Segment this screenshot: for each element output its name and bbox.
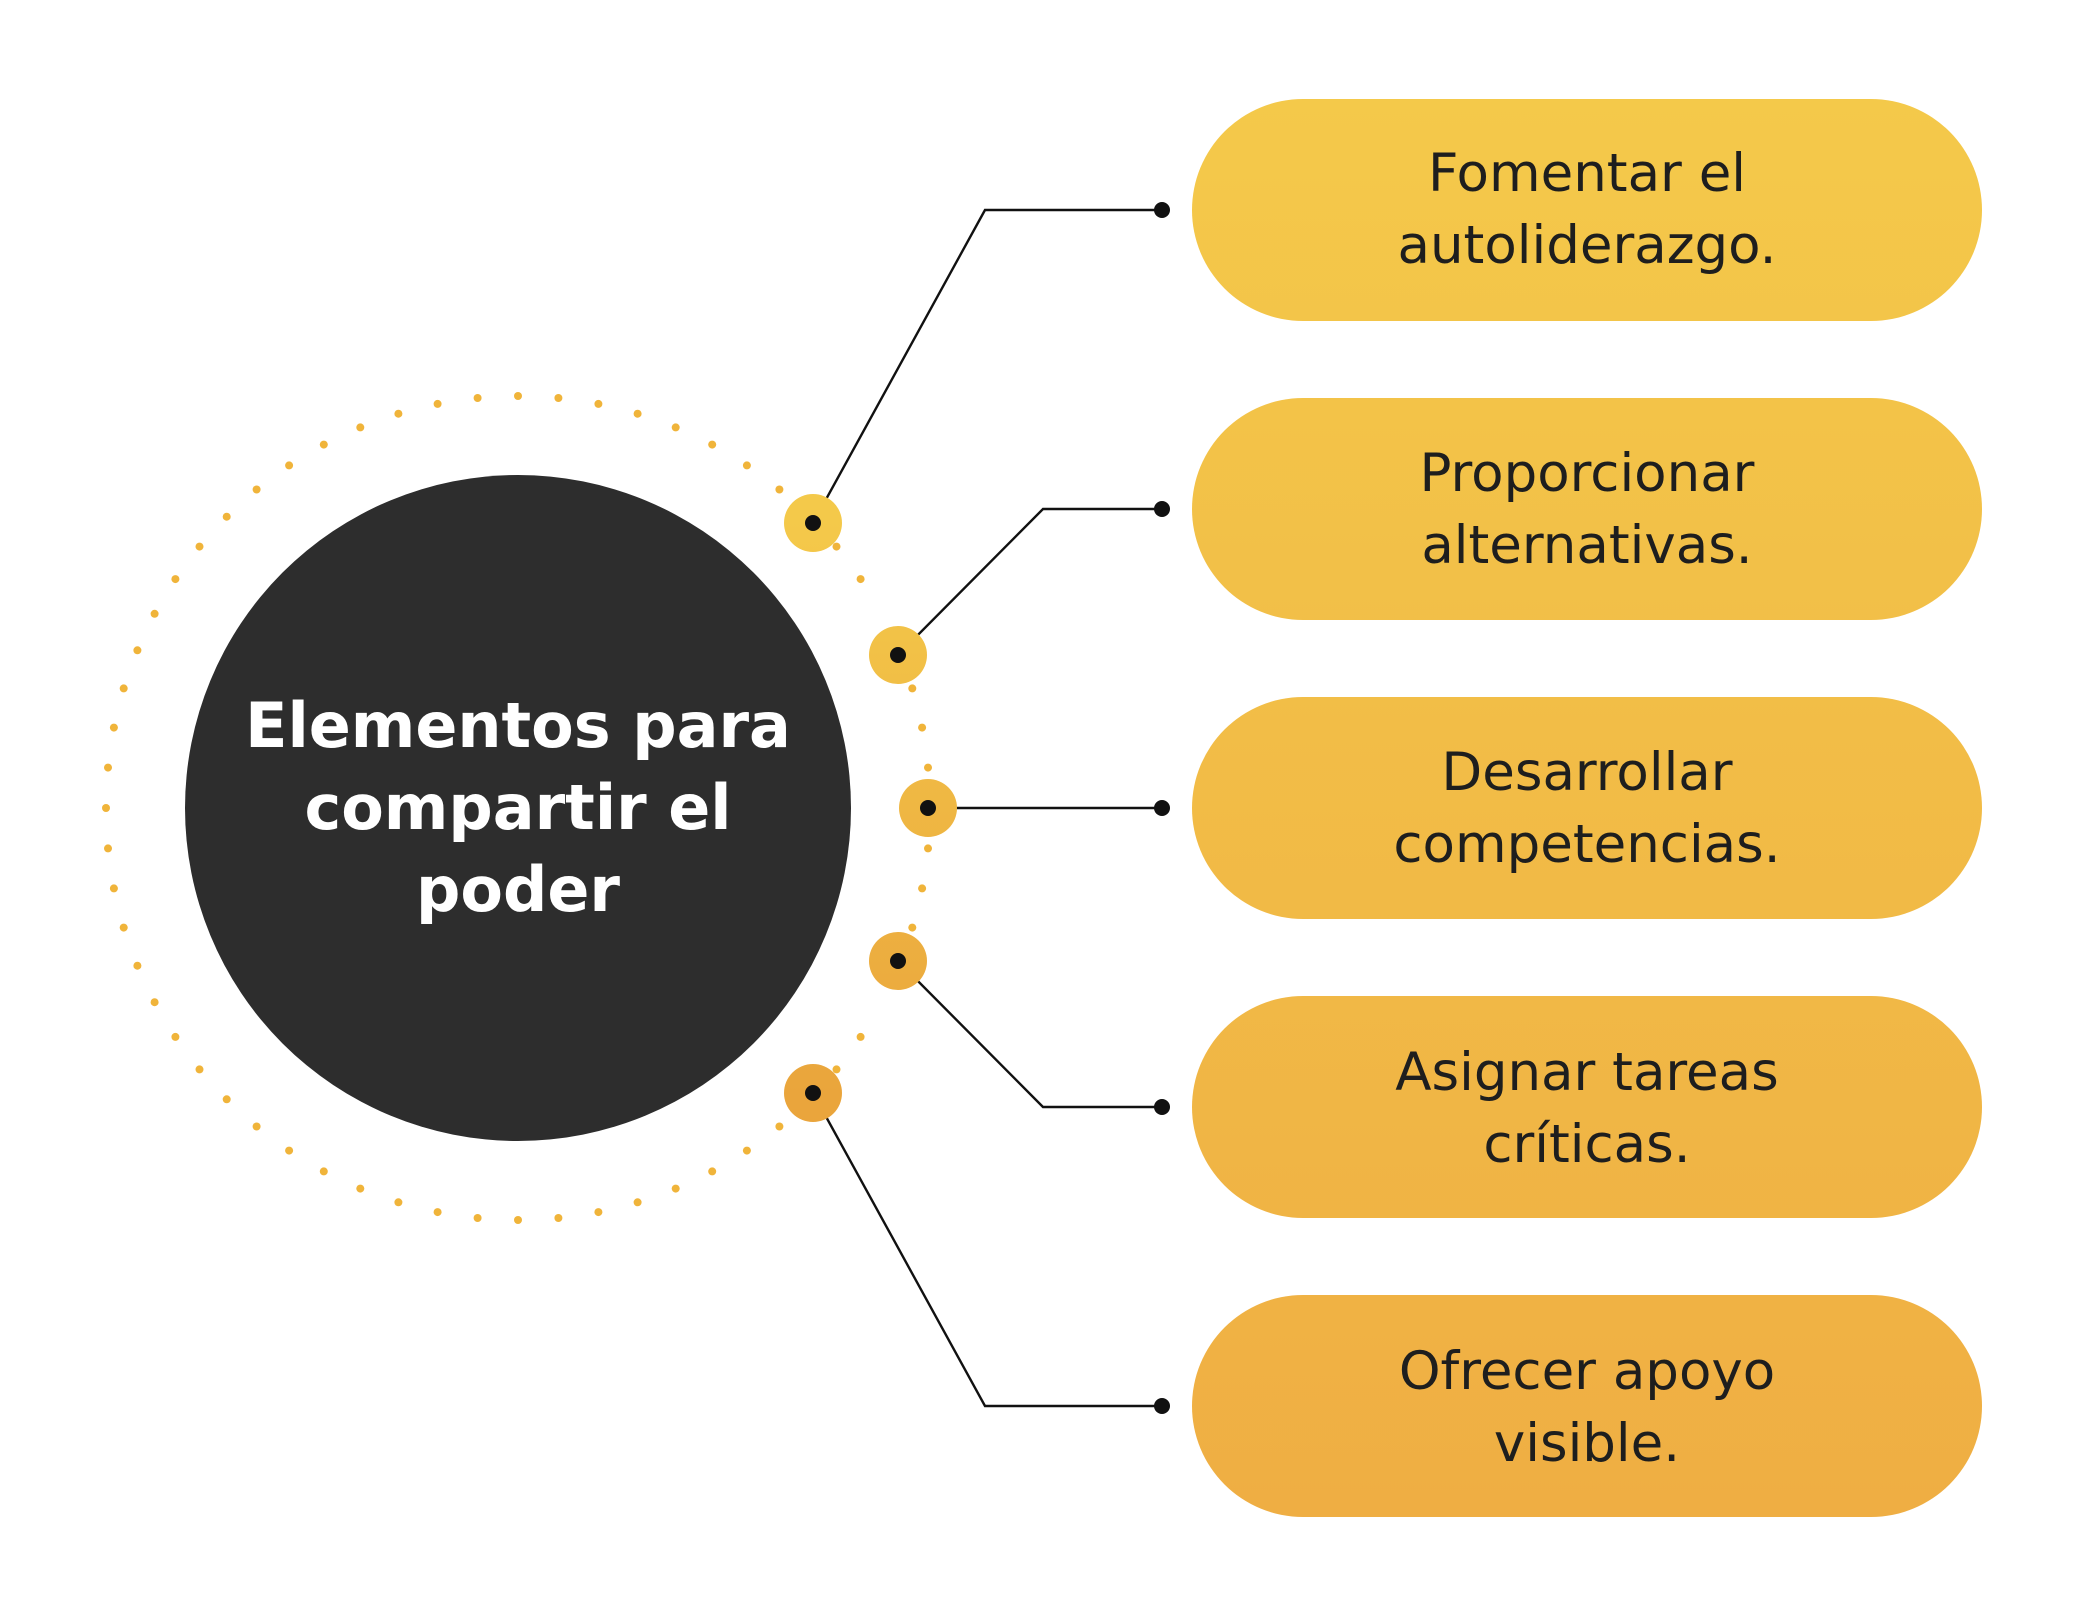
ring-dot: [473, 1214, 482, 1222]
ring-dot: [554, 1214, 563, 1222]
item-pill-2: [1192, 398, 1982, 620]
ring-dot: [633, 1198, 642, 1207]
ring-dot: [433, 1208, 442, 1217]
connector-5-end-dot: [1154, 1398, 1170, 1414]
ring-dot: [742, 461, 751, 470]
ring-dot: [285, 461, 294, 470]
ring-dot: [104, 763, 112, 772]
ring-dot: [433, 399, 442, 408]
ring-dot: [514, 392, 522, 400]
ring-dot: [356, 1184, 365, 1193]
ring-dot: [109, 723, 118, 732]
ring-dot: [195, 1065, 204, 1074]
ring-node-3-dot: [920, 800, 936, 816]
ring-dot: [109, 884, 118, 893]
center-circle: [185, 475, 851, 1141]
ring-dot: [594, 399, 603, 408]
ring-dot: [918, 723, 927, 732]
connector-5: [811, 1092, 1162, 1408]
ring-dot: [554, 394, 563, 402]
ring-dot: [119, 923, 128, 932]
ring-dot: [150, 998, 159, 1007]
connector-1: [811, 208, 1162, 524]
connector-3-end-dot: [1154, 800, 1170, 816]
ring-dot: [742, 1146, 751, 1155]
ring-dot: [171, 575, 180, 584]
ring-dot: [908, 923, 917, 932]
ring-dot: [856, 575, 865, 584]
ring-node-2-dot: [890, 647, 906, 663]
ring-dot: [708, 1167, 717, 1176]
connector-1-end-dot: [1154, 202, 1170, 218]
ring-dot: [319, 440, 328, 449]
ring-dot: [594, 1208, 603, 1217]
ring-dot: [394, 409, 403, 418]
ring-dot: [222, 1095, 231, 1104]
item-pill-5: [1192, 1295, 1982, 1517]
ring-dot: [222, 512, 231, 521]
ring-node-5-dot: [805, 1085, 821, 1101]
ring-dot: [285, 1146, 294, 1155]
ring-dot: [133, 646, 142, 655]
ring-dot: [908, 684, 917, 693]
ring-node-1-dot: [805, 515, 821, 531]
ring-dot: [918, 884, 927, 893]
ring-node-4-dot: [890, 953, 906, 969]
ring-dot: [473, 394, 482, 402]
item-pill-1: [1192, 99, 1982, 321]
ring-dot: [171, 1032, 180, 1041]
ring-dot: [775, 1122, 784, 1131]
ring-dot: [671, 1184, 680, 1193]
ring-dot: [832, 1065, 841, 1074]
connector-2-end-dot: [1154, 501, 1170, 517]
ring-dot: [394, 1198, 403, 1207]
ring-dot: [195, 542, 204, 551]
ring-dot: [252, 485, 261, 494]
ring-dot: [252, 1122, 261, 1131]
ring-dot: [775, 485, 784, 494]
ring-dot: [832, 542, 841, 551]
ring-dot: [856, 1032, 865, 1041]
connector-4: [897, 960, 1162, 1109]
ring-dot: [102, 804, 110, 812]
ring-dot: [633, 409, 642, 418]
ring-dot: [104, 844, 112, 853]
ring-dot: [356, 423, 365, 432]
ring-dot: [319, 1167, 328, 1176]
connector-2: [897, 507, 1162, 656]
item-pill-4: [1192, 996, 1982, 1218]
ring-dot: [671, 423, 680, 432]
ring-dot: [924, 763, 932, 772]
ring-dot: [924, 844, 932, 853]
ring-nodes: [784, 494, 957, 1122]
connector-4-end-dot: [1154, 1099, 1170, 1115]
ring-dot: [133, 961, 142, 970]
item-pill-3: [1192, 697, 1982, 919]
item-pills: [1192, 99, 1982, 1517]
ring-dot: [150, 609, 159, 618]
ring-dot: [708, 440, 717, 449]
ring-dot: [119, 684, 128, 693]
connectors: [811, 202, 1170, 1414]
ring-dot: [514, 1216, 522, 1224]
